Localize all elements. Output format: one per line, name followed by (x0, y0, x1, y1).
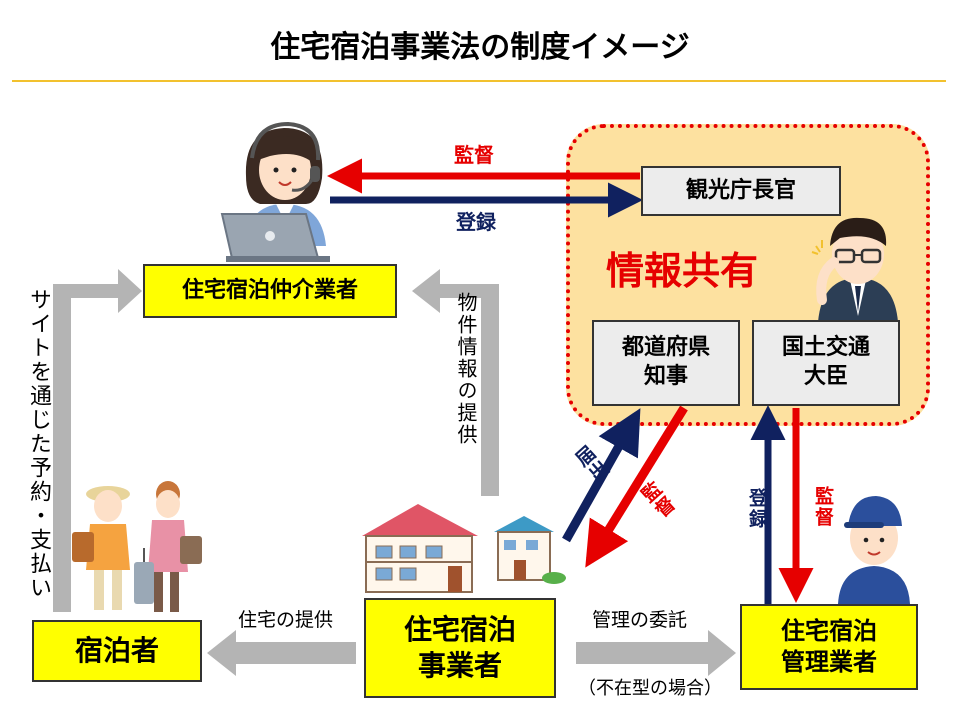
property-info-label: 物件情報の提供 (454, 292, 478, 446)
supervise-broker-label: 監督 (454, 143, 494, 167)
prefecture-governor-box: 都道府県 知事 (592, 320, 740, 406)
title-underline (12, 80, 946, 82)
register-broker-label: 登録 (456, 210, 496, 234)
arrow-supervise-operator (585, 405, 688, 568)
page-title: 住宅宿泊事業法の制度イメージ (270, 30, 690, 65)
worker-cap-icon (838, 496, 910, 604)
absent-case-label: （不在型の場合） (578, 678, 722, 699)
manager-box: 住宅宿泊 管理業者 (740, 604, 918, 690)
mlit-minister-box: 国土交通 大臣 (752, 320, 900, 406)
guest-box: 宿泊者 (32, 620, 202, 682)
laptop-icon (220, 213, 330, 262)
arrow-housing-provision (207, 630, 356, 676)
suitcase-icon (72, 532, 202, 604)
house-icon (362, 504, 478, 593)
tourism-agency-box: 観光庁長官 (641, 166, 841, 216)
arrow-management-entrust (576, 630, 736, 676)
operator-box: 住宅宿泊 事業者 (364, 598, 556, 698)
arrow-notify-governor (562, 408, 641, 543)
small-house-icon (494, 516, 566, 584)
info-share-label: 情報共有 (606, 249, 759, 293)
manager-register-label: 登録 (746, 488, 768, 530)
housing-provision-label: 住宅の提供 (238, 609, 334, 631)
official-glasses-icon (811, 217, 898, 322)
arrow-operator-to-broker (412, 269, 499, 496)
site-reservation-label: サイトを通じた予約・支払い (26, 288, 51, 600)
arrow-guest-to-broker (53, 269, 142, 612)
broker-box: 住宅宿泊仲介業者 (143, 264, 397, 318)
management-entrust-label: 管理の委託 (592, 609, 688, 631)
manager-supervise-label: 監督 (812, 486, 834, 528)
travelers-icon (86, 481, 188, 612)
